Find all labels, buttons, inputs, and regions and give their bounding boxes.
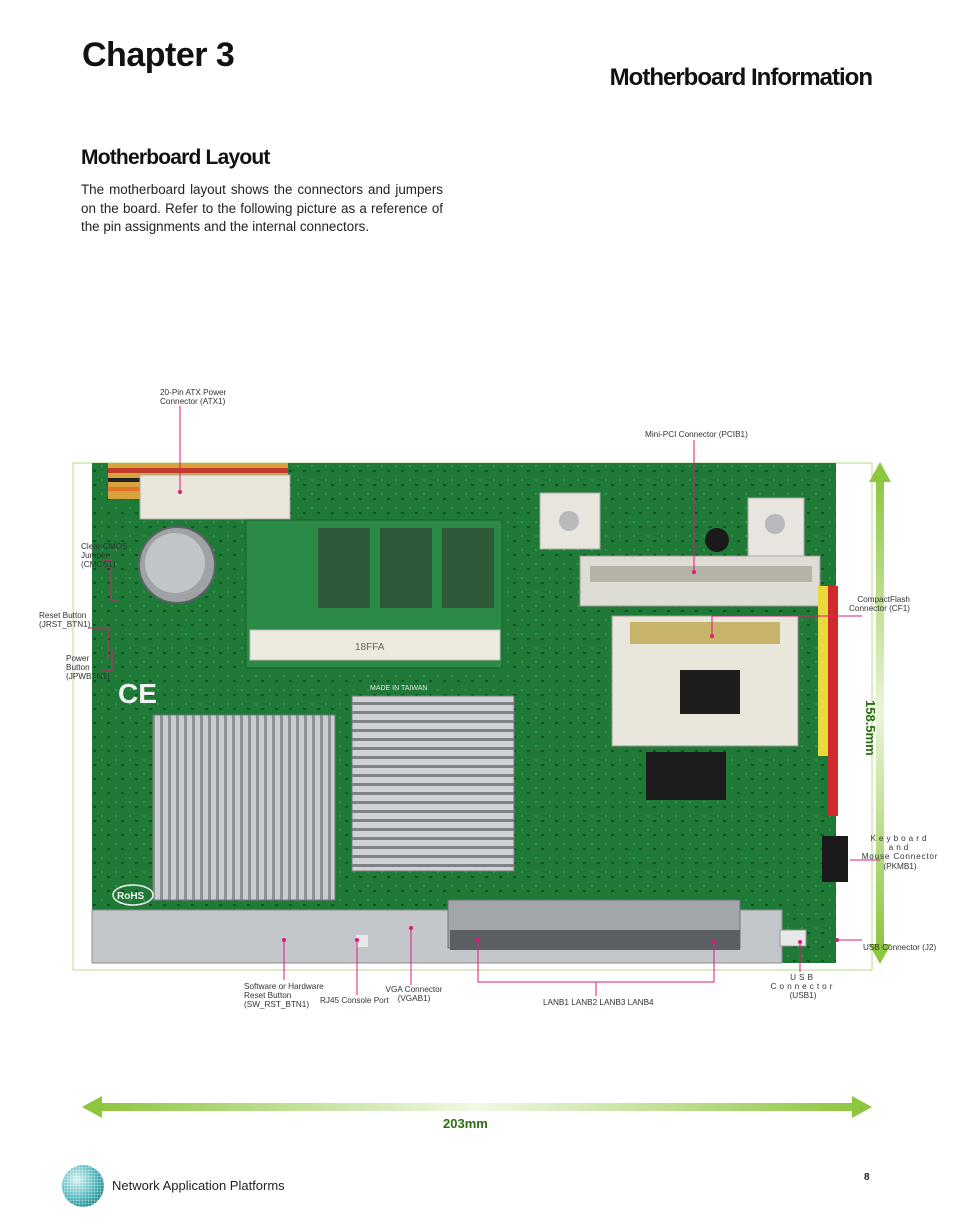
footer-text: Network Application Platforms — [112, 1178, 285, 1193]
rohs-mark: RoHS — [117, 891, 145, 902]
width-dimension-arrow — [82, 1096, 872, 1118]
made-in-marking: MADE IN TAIWAN — [370, 685, 427, 692]
intro-paragraph: The motherboard layout shows the connect… — [81, 182, 443, 235]
page-number: 8 — [864, 1172, 870, 1183]
label-vgab1: VGA Connector(VGAB1) — [385, 985, 443, 1004]
ce-mark: CE — [118, 678, 157, 709]
height-dimension-label: 158.5mm — [863, 700, 878, 756]
label-pcib1: Mini-PCI Connector (PCIB1) — [645, 430, 748, 439]
callout-lines — [88, 406, 880, 996]
label-usb1: USB Connector(USB1) — [770, 973, 836, 1001]
label-j2: USB Connector (J2) — [863, 943, 937, 952]
board-photo: 18FFA CE RoHS MADE IN TAIWAN — [91, 463, 848, 964]
width-dimension-label: 203mm — [443, 1116, 488, 1131]
subsection-title: Motherboard Layout — [81, 146, 270, 169]
label-jrst-btn1: Reset Button(JRST_BTN1) — [39, 611, 91, 630]
callout-dots — [178, 490, 839, 944]
label-lan-ports: LANB1 LANB2 LANB3 LANB4 — [543, 998, 654, 1007]
so-dimm-marking: 18FFA — [355, 642, 385, 653]
globe-logo-icon — [62, 1165, 104, 1207]
label-rj45-console: RJ45 Console Port — [320, 996, 389, 1005]
height-dimension-arrow — [869, 462, 891, 964]
chapter-title: Chapter 3 — [82, 36, 235, 74]
section-title: Motherboard Information — [609, 64, 873, 91]
